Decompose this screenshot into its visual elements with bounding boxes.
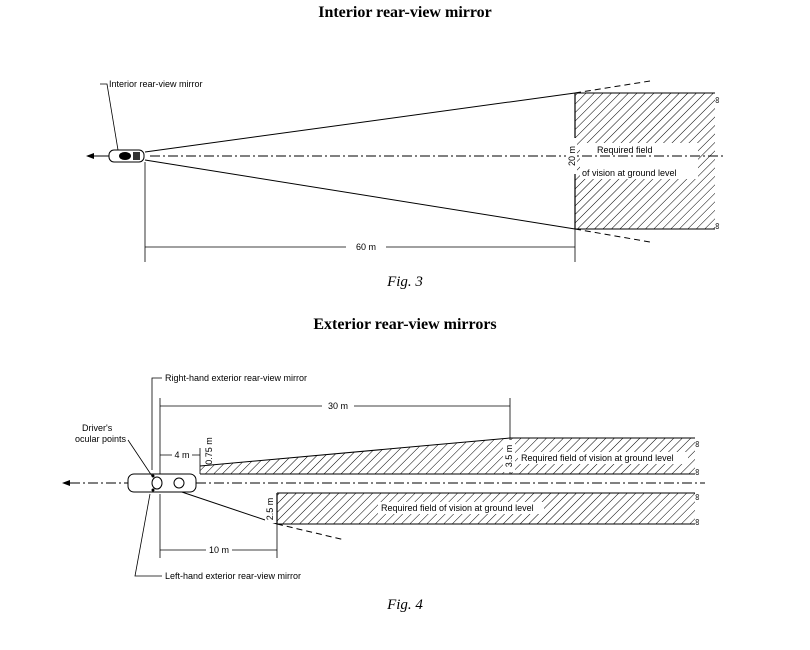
fig3-infinity-bottom: ∞ [712,223,722,229]
fig4-infinity-3: ∞ [692,494,702,500]
fig4-right-field-label: Required field of vision at ground level [521,453,674,463]
figure3-heading: Interior rear-view mirror [318,4,492,21]
fig4-distance-4: 4 m [174,450,189,460]
fig3-field-label-1: Required field [597,145,653,155]
figure3-diagram: Required field of vision at ground level… [86,79,725,262]
fig4-left-mirror-label: Left-hand exterior rear-view mirror [165,571,301,581]
fig4-ocular-label-2: ocular points [75,434,127,444]
fig3-vehicle [108,149,145,163]
fig4-infinity-1: ∞ [692,441,702,447]
fig3-distance-60: 60 m [356,242,376,252]
fig4-ocular-label-1: Driver's [82,423,113,433]
fig3-lower-sight-line [144,159,576,230]
fig3-width-20: 20 m [567,146,577,166]
fig3-field-label-2: of vision at ground level [582,168,677,178]
fig4-infinity-4: ∞ [692,519,702,525]
fig4-width-25: 2.5 m [265,498,275,521]
fig3-infinity-top: ∞ [712,97,722,103]
fig4-infinity-2: ∞ [692,469,702,475]
figure4-caption: Fig. 4 [387,597,423,613]
figure4-diagram: Required field of vision at ground level… [62,373,705,581]
fig3-mirror-label: Interior rear-view mirror [109,79,203,89]
fig4-width-075: 0.75 m [204,437,214,465]
fig4-vehicle [127,473,197,493]
fig3-upper-sight-line [144,92,576,153]
fig4-width-35: 3.5 m [504,445,514,468]
fig4-distance-30: 30 m [328,401,348,411]
figure4-heading: Exterior rear-view mirrors [313,316,497,333]
fig4-left-field-label: Required field of vision at ground level [381,503,534,513]
figure3-caption: Fig. 3 [387,274,423,290]
fig4-distance-10: 10 m [209,545,229,555]
fig4-right-required-field [200,438,695,474]
fig4-right-mirror-label: Right-hand exterior rear-view mirror [165,373,307,383]
